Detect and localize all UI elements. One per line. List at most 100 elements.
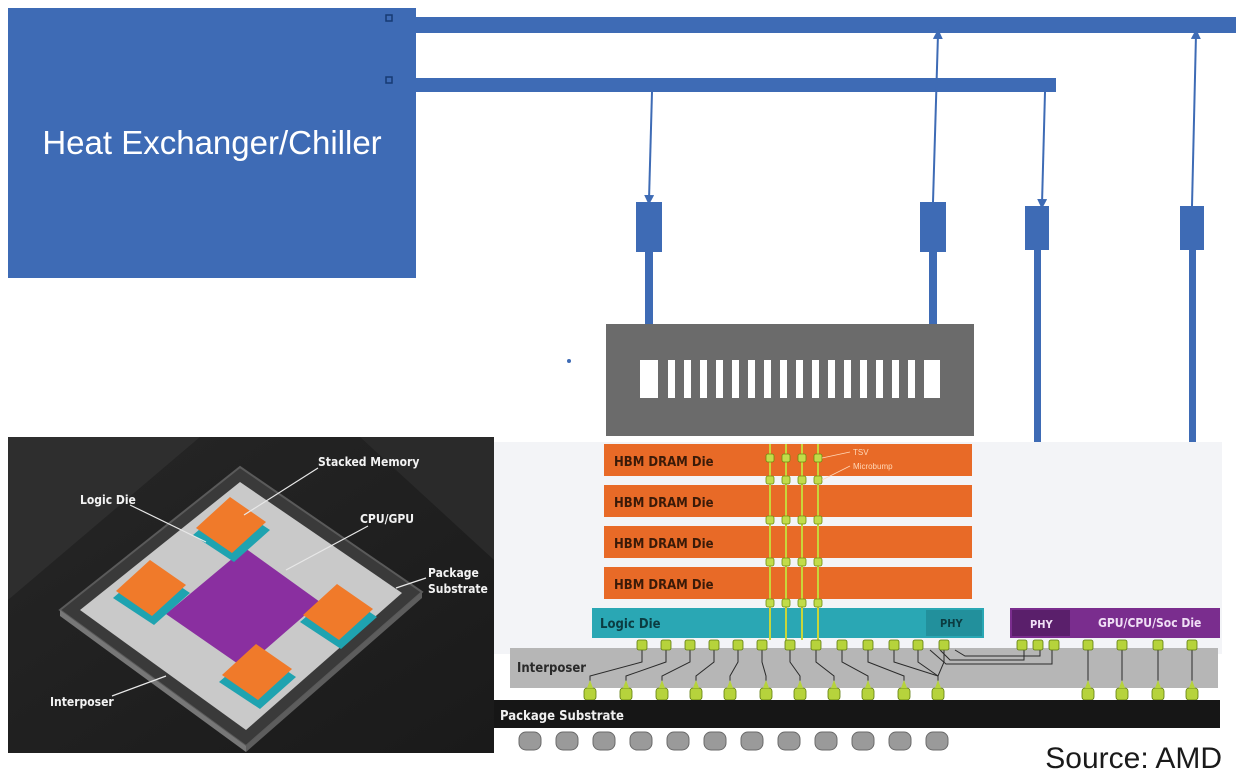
supply-drop-hbm: [644, 91, 655, 205]
inset-3d-package: Stacked Memory Logic Die CPU/GPU Package…: [8, 437, 494, 753]
c4-bump-neck: [727, 680, 733, 688]
tube-hbm-out: [929, 252, 937, 360]
solder-ball: [888, 731, 912, 751]
microbump: [781, 453, 791, 463]
microbump: [912, 639, 924, 651]
hbm-die-label: HBM DRAM Die: [614, 537, 714, 552]
inset-stacked-memory-label: Stacked Memory: [318, 455, 419, 469]
fin: [908, 360, 915, 398]
microbump: [938, 639, 950, 651]
tube-gpu-out: [1189, 250, 1196, 535]
fin: [640, 360, 658, 398]
microbump: [797, 515, 807, 525]
microbump: [888, 639, 900, 651]
c4-bump-neck: [1189, 680, 1195, 688]
fin: [876, 360, 883, 398]
microbump: [781, 557, 791, 567]
interposer: [510, 648, 1218, 688]
fin: [732, 360, 739, 398]
c4-bump: [1115, 687, 1129, 701]
connector-gpu-in: [1025, 206, 1049, 250]
tsv-label: TSV: [853, 448, 869, 457]
solder-ball: [925, 731, 949, 751]
wire: [954, 649, 1041, 657]
connector-hbm-out: [920, 202, 946, 252]
microbump: [836, 639, 848, 651]
fin: [700, 360, 707, 398]
microbump: [1048, 639, 1060, 651]
c4-bump: [897, 687, 911, 701]
inset-interposer-label: Interposer: [50, 695, 114, 709]
tube-hbm-in: [645, 252, 653, 360]
fin: [716, 360, 723, 398]
microbump: [765, 475, 775, 485]
microbump: [765, 598, 775, 608]
inset-memory-stack: [193, 497, 270, 562]
c4-bump: [931, 687, 945, 701]
c4-bump-neck: [865, 680, 871, 688]
c4-bump: [1151, 687, 1165, 701]
microbump: [708, 639, 720, 651]
fin: [764, 360, 771, 398]
connector-hbm-in: [636, 202, 662, 252]
return-rise-gpu: [1190, 29, 1201, 207]
solder-ball: [814, 731, 838, 751]
hbm-die: [604, 567, 972, 599]
microbump: [732, 639, 744, 651]
tsv-columns: [765, 444, 823, 640]
package-substrate-label: Package Substrate: [500, 709, 624, 724]
hbm-cold-plate: [606, 324, 974, 436]
solder-ball: [518, 731, 542, 751]
c4-bump-neck: [693, 680, 699, 688]
fin: [892, 360, 899, 398]
connector-gpu-out: [1180, 206, 1204, 250]
inset-substrate-edge: [246, 592, 422, 752]
microbump: [1116, 639, 1128, 651]
solder-ball: [703, 731, 727, 751]
microbump-pointer: [821, 465, 851, 481]
supply-drop-gpu: [1037, 91, 1048, 209]
microbump: [1152, 639, 1164, 651]
c4-bump: [793, 687, 807, 701]
microbump: [1016, 639, 1028, 651]
inset-memory-stack: [113, 560, 190, 625]
supply-pipe: [416, 78, 1056, 92]
microbump: [813, 598, 823, 608]
logic-die-label: Logic Die: [600, 617, 661, 632]
inset-cpu-gpu-label: CPU/GPU: [360, 512, 414, 526]
phy-block-right: [1012, 610, 1070, 636]
interposer-label: Interposer: [517, 661, 586, 676]
microbump-label: Microbump: [853, 462, 893, 471]
inset-facet: [360, 437, 494, 560]
callout-logic-die: [129, 504, 207, 543]
solder-ball: [851, 731, 875, 751]
c4-bump: [1185, 687, 1199, 701]
solder-ball: [592, 731, 616, 751]
microbump: [1082, 639, 1094, 651]
fin: [844, 360, 851, 398]
microbump: [797, 598, 807, 608]
microbump: [797, 475, 807, 485]
gpu-die-label: GPU/CPU/Soc Die: [1098, 616, 1201, 630]
hbm-dies: HBM DRAM Die HBM DRAM Die HBM DRAM Die H…: [604, 444, 972, 599]
microbump: [797, 453, 807, 463]
microbump: [784, 639, 796, 651]
inset-logic-die-label: Logic Die: [80, 493, 136, 507]
tsv-pointer: [821, 451, 851, 459]
c4-bump-neck: [831, 680, 837, 688]
c4-bump-neck: [901, 680, 907, 688]
c4-bump: [1081, 687, 1095, 701]
c4-bump: [723, 687, 737, 701]
c4-bump: [655, 687, 669, 701]
solder-ball: [555, 731, 579, 751]
inset-memory-stack: [300, 584, 377, 649]
tube-gpu-in: [1034, 250, 1041, 535]
fin: [860, 360, 867, 398]
microbump: [781, 598, 791, 608]
microbumps: [583, 639, 1199, 701]
inset-substrate-label: Substrate: [428, 582, 488, 596]
c4-bump: [619, 687, 633, 701]
c4-bump-neck: [659, 680, 665, 688]
hbm-die-label: HBM DRAM Die: [614, 578, 714, 593]
